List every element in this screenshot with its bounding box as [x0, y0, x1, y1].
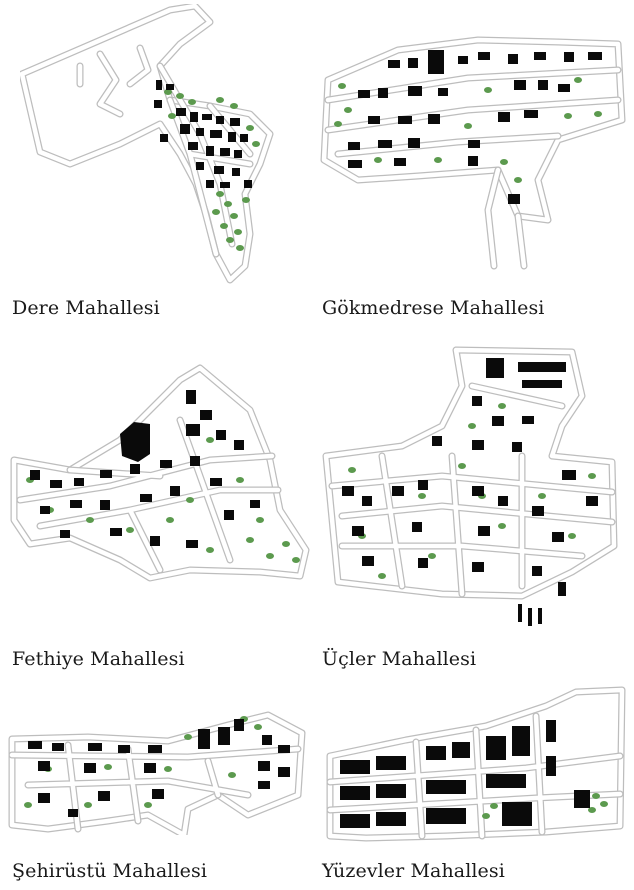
road-network [8, 711, 306, 835]
road-network [320, 36, 626, 270]
map-yuzevler [326, 686, 626, 842]
caption-gokmedrese: Gökmedrese Mahallesi [322, 297, 545, 319]
buildings [28, 719, 290, 817]
caption-sehirustu: Şehirüstü Mahallesi [12, 860, 208, 882]
vegetation [334, 77, 602, 183]
caption-yuzevler: Yüzevler Mahallesi [322, 860, 505, 882]
buildings [340, 720, 590, 828]
road-network [322, 346, 618, 600]
buildings [154, 80, 252, 188]
vegetation [26, 437, 300, 563]
map-dere [20, 4, 274, 284]
caption-dere: Dere Mahallesi [12, 297, 160, 319]
map-fethiye [10, 364, 310, 582]
road-network [326, 686, 626, 842]
buildings [348, 50, 602, 204]
road-network [20, 4, 274, 284]
buildings [30, 390, 260, 548]
caption-ucler: Üçler Mahallesi [322, 648, 477, 670]
caption-fethiye: Fethiye Mahallesi [12, 648, 185, 670]
map-gokmedrese [320, 36, 626, 270]
vegetation [164, 89, 260, 251]
road-network [10, 364, 310, 582]
map-sehirustu [8, 711, 306, 835]
buildings [342, 358, 598, 626]
vegetation [24, 716, 262, 808]
vegetation [482, 793, 608, 819]
map-ucler [322, 346, 618, 626]
